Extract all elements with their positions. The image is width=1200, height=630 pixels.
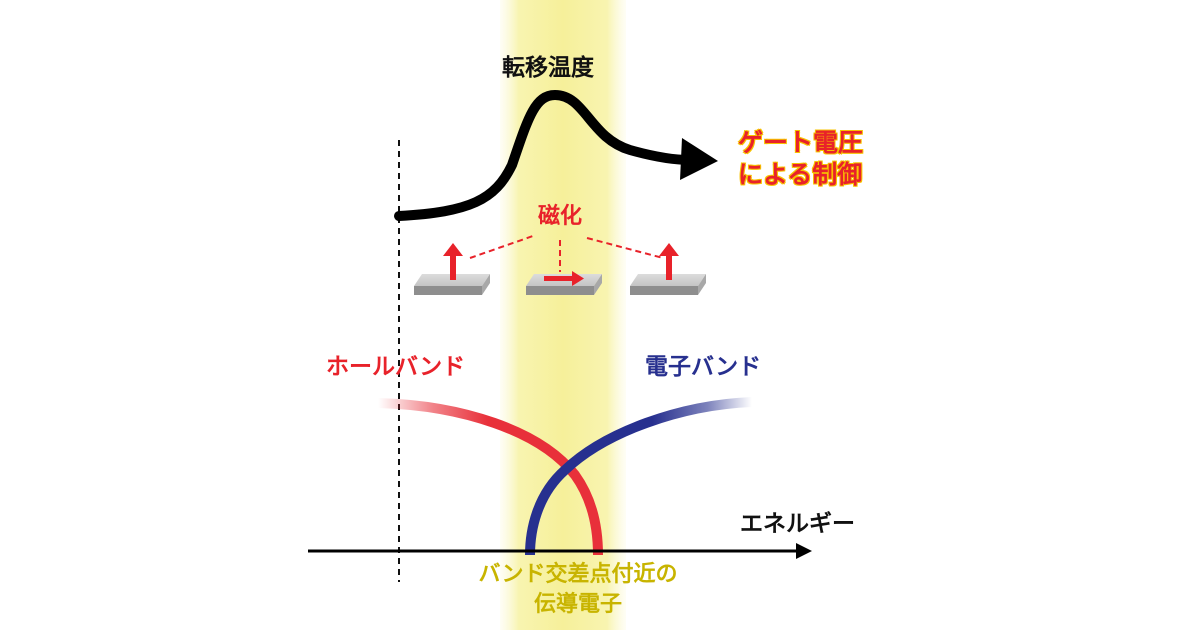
magnetization-up-arrow-icon (659, 243, 679, 280)
hole-band-label: ホールバンド (326, 354, 466, 380)
arrow-head-icon (680, 138, 718, 180)
crossing-label-line1: バンド交差点付近の (478, 562, 678, 587)
magnet-plate-right (630, 274, 706, 295)
gate-voltage-control-label: ゲート電圧 による制御 (738, 127, 863, 191)
gate-label-line2: による制御 (738, 160, 863, 189)
magnetization-right-arrow-icon (544, 271, 584, 286)
band-crossing-label: バンド交差点付近の 伝導電子 (448, 560, 708, 620)
energy-axis-label: エネルギー (740, 511, 855, 537)
transition-temperature-curve (394, 89, 695, 221)
electron-band-curve (525, 397, 753, 556)
magnet-plate-left (414, 274, 490, 295)
transition-temperature-label: 転移温度 (502, 55, 594, 81)
electron-band-label: 電子バンド (645, 354, 762, 380)
gate-label-line1: ゲート電圧 (738, 128, 864, 157)
magnet-pointer-left (469, 235, 534, 259)
hole-band-curve (377, 398, 603, 556)
magnetization-up-arrow-icon (443, 243, 463, 280)
energy-axis-arrow-icon (796, 543, 812, 559)
crossing-highlight-band (500, 0, 626, 630)
magnet-pointer-right (586, 237, 664, 259)
crossing-label-line2: 伝導電子 (533, 592, 622, 617)
magnetization-label: 磁化 (538, 204, 583, 229)
